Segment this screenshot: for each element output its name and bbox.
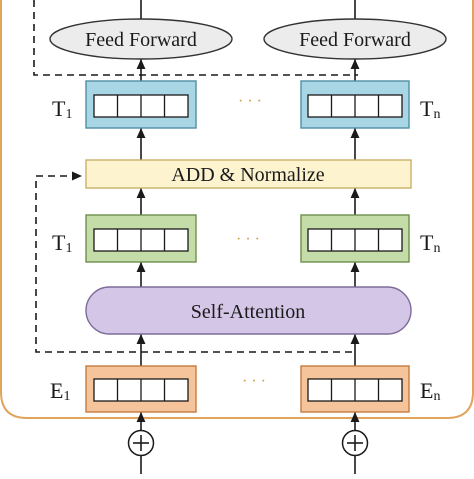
self-attention-label: Self-Attention [191, 301, 305, 323]
top-token-left-label: T1 [52, 96, 72, 122]
adder-left-icon [127, 429, 155, 457]
mid-token-left-label: T1 [52, 230, 72, 256]
feed-forward-left-label: Feed Forward [85, 29, 197, 51]
mid-token-right [300, 214, 410, 263]
embedding-left [85, 365, 197, 413]
encoder-frame [0, 0, 474, 419]
top-token-ellipsis: · · · [238, 93, 262, 110]
residual-connection-top [33, 0, 358, 76]
top-token-right-label: Tn [420, 96, 440, 122]
add-normalize-label: ADD & Normalize [171, 164, 324, 186]
embedding-right-label: En [420, 378, 440, 404]
embedding-ellipsis: · · · [242, 373, 266, 390]
flow-arrows [136, 0, 360, 474]
feed-forward-right: Feed Forward [263, 18, 447, 60]
mid-token-ellipsis: · · · [236, 231, 260, 248]
feed-forward-left: Feed Forward [49, 18, 233, 60]
self-attention-layer: Self-Attention [85, 286, 412, 335]
mid-token-left [85, 214, 197, 263]
add-normalize-layer: ADD & Normalize [85, 159, 412, 189]
feed-forward-right-label: Feed Forward [299, 29, 411, 51]
residual-connection-bottom [35, 171, 352, 353]
embedding-right [300, 365, 410, 413]
embedding-left-label: E1 [50, 378, 70, 404]
top-token-right [300, 80, 410, 129]
top-token-left [85, 80, 197, 129]
mid-token-right-label: Tn [420, 230, 440, 256]
adder-right-icon [341, 429, 369, 457]
